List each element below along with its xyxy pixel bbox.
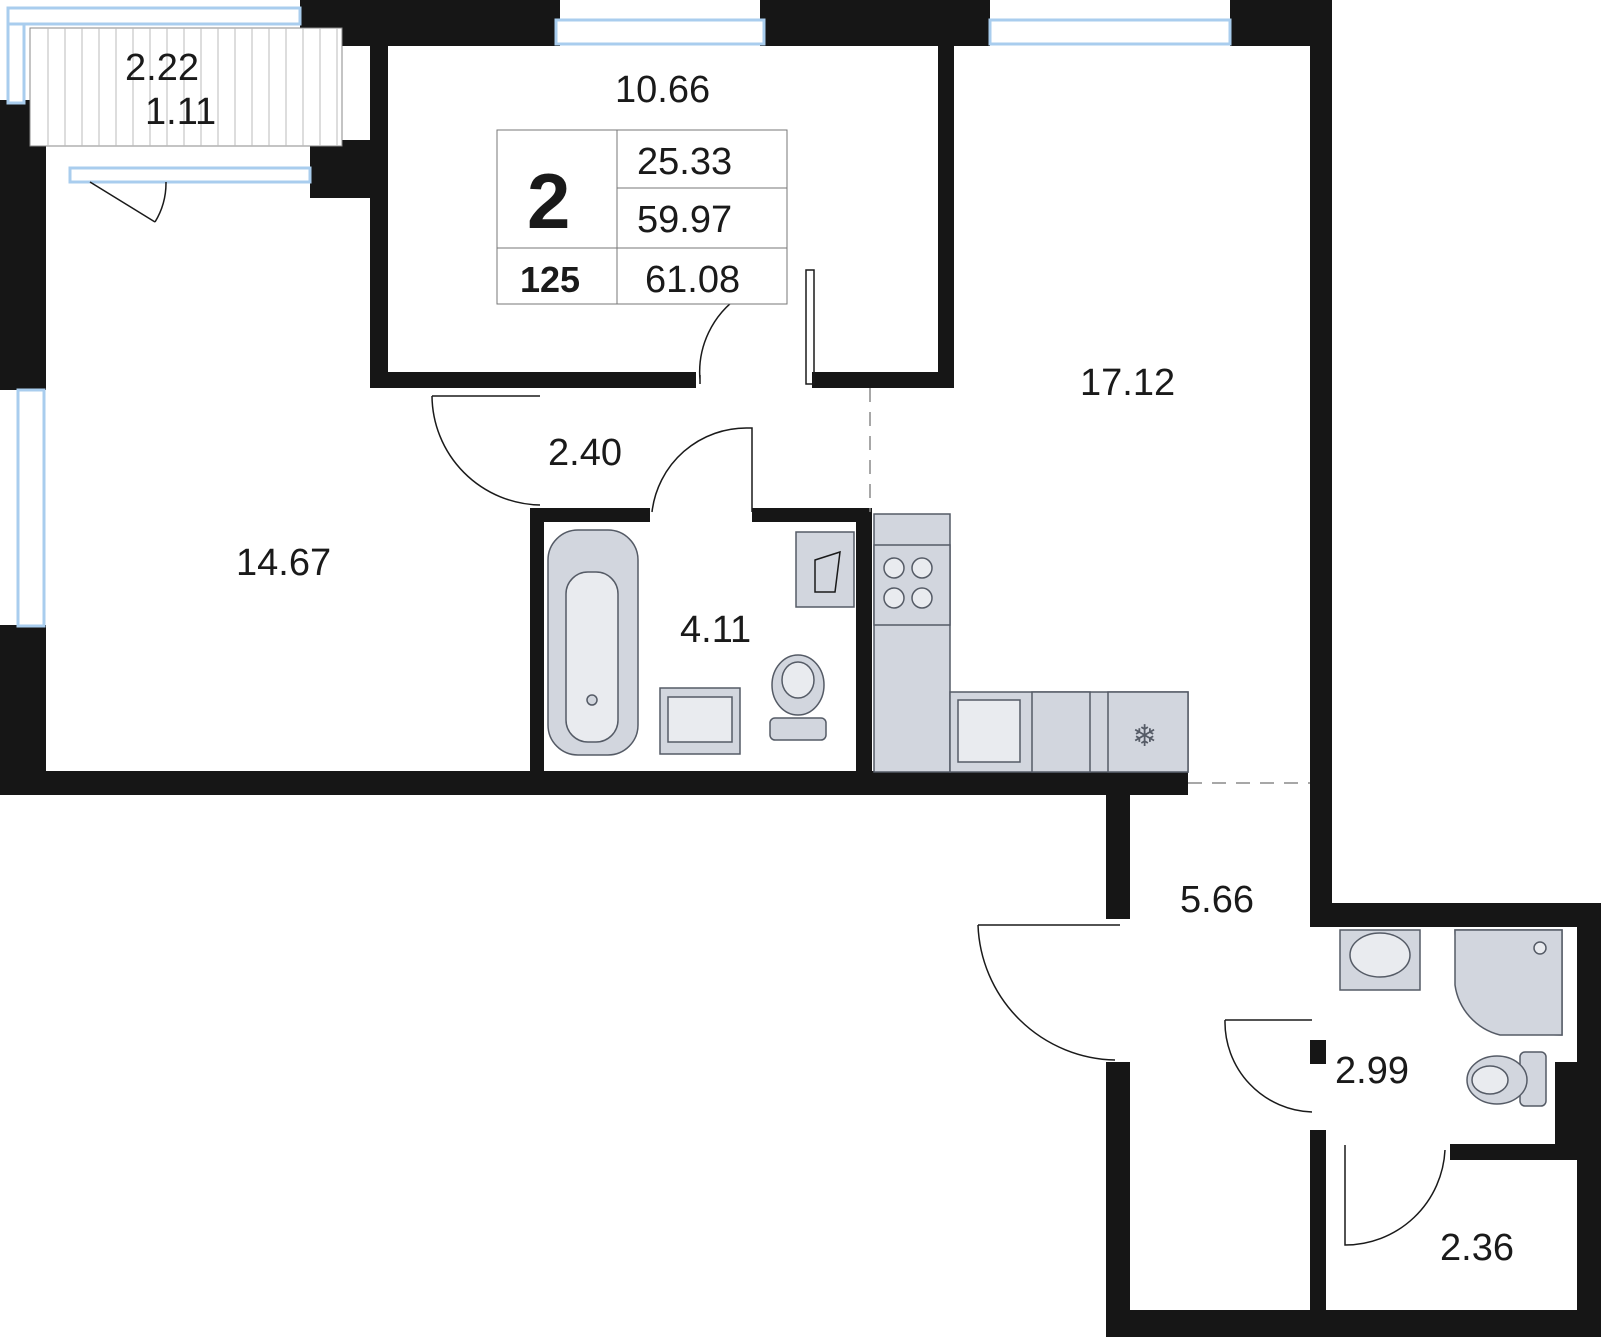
wall-bedroom-bottom-right [812, 372, 954, 388]
wall-divider-left [1310, 1130, 1326, 1335]
wall-bath-top-right [752, 508, 872, 522]
bathroom-label: 4.11 [680, 609, 751, 651]
wall-bath-left [530, 508, 544, 795]
door-entrance [977, 924, 1120, 1061]
doors [89, 181, 1446, 1246]
window-left-wall [16, 388, 46, 628]
area-legend: 2 125 25.33 59.97 61.08 [496, 129, 788, 305]
balcony-floor [29, 27, 343, 147]
wall-right-upper [1310, 0, 1332, 915]
fixtures: ❄ [547, 513, 1563, 1107]
wall-shower-top [1310, 903, 1601, 927]
toilet [769, 717, 827, 741]
wall-entrance-left-lower [1106, 1062, 1130, 1337]
window-balcony-inner [68, 166, 312, 184]
wall-bedroom-right [938, 46, 954, 388]
shower-tray-shape [1454, 929, 1563, 1036]
refrigerator [1107, 691, 1189, 773]
kitchen-sink [957, 699, 1021, 763]
wall-bedroom-left [370, 46, 388, 386]
wall-left-upper [0, 100, 46, 390]
area-total: 61.08 [645, 259, 740, 301]
kitchen-living-label: 17.12 [1080, 362, 1175, 404]
wall-shower-mid-left [1310, 1040, 1326, 1064]
door-shower [1224, 1019, 1313, 1113]
bedroom-small-label: 10.66 [615, 69, 710, 111]
window-bedroom-top [554, 18, 766, 46]
storage-label: 2.36 [1440, 1227, 1514, 1269]
room-count: 2 [527, 157, 570, 245]
balcony-reduced-label: 1.11 [145, 91, 216, 133]
wall-bottom-left [0, 771, 1188, 795]
window-balcony-top [6, 6, 302, 26]
door-storage [1344, 1145, 1446, 1246]
window-kitchen-top [988, 18, 1232, 46]
wall-balcony-right [310, 140, 370, 198]
dishwasher [1031, 691, 1091, 773]
stove [873, 544, 951, 626]
snowflake-icon: ❄ [1132, 720, 1157, 753]
wall-bath-right [856, 508, 872, 795]
area-total-without-balcony: 59.97 [637, 199, 732, 241]
door-balcony [89, 181, 167, 223]
room-labels: 2.22 1.11 10.66 17.12 2.40 14.67 4.11 5.… [125, 47, 1514, 1269]
wall-top-balcony [300, 0, 560, 46]
washing-machine [795, 531, 855, 608]
wall-bedroom-bottom-left [370, 372, 696, 388]
area-living: 25.33 [637, 141, 732, 183]
wall-entrance-left-upper [1106, 783, 1130, 919]
balcony-area-label: 2.22 [125, 47, 199, 89]
wall-left-lower [0, 625, 46, 795]
wall-niche [1555, 1062, 1579, 1152]
wall-bottom-right [1106, 1310, 1601, 1337]
bedroom-large-label: 14.67 [236, 542, 331, 584]
door-bedroom-small [698, 295, 741, 384]
wall-bath-top-left [530, 508, 650, 522]
hall-label: 2.40 [548, 432, 622, 474]
entrance-hall-label: 5.66 [1180, 879, 1254, 921]
wall-top-mid [760, 0, 990, 46]
door-bathroom [651, 427, 753, 513]
wall-shower-right [1577, 903, 1601, 1337]
windows [6, 6, 1232, 628]
door-bedroom-small-leaf [805, 269, 815, 385]
shower-room-label: 2.99 [1335, 1050, 1409, 1092]
apartment-number: 125 [520, 259, 580, 300]
door-bedroom-large [431, 395, 541, 506]
